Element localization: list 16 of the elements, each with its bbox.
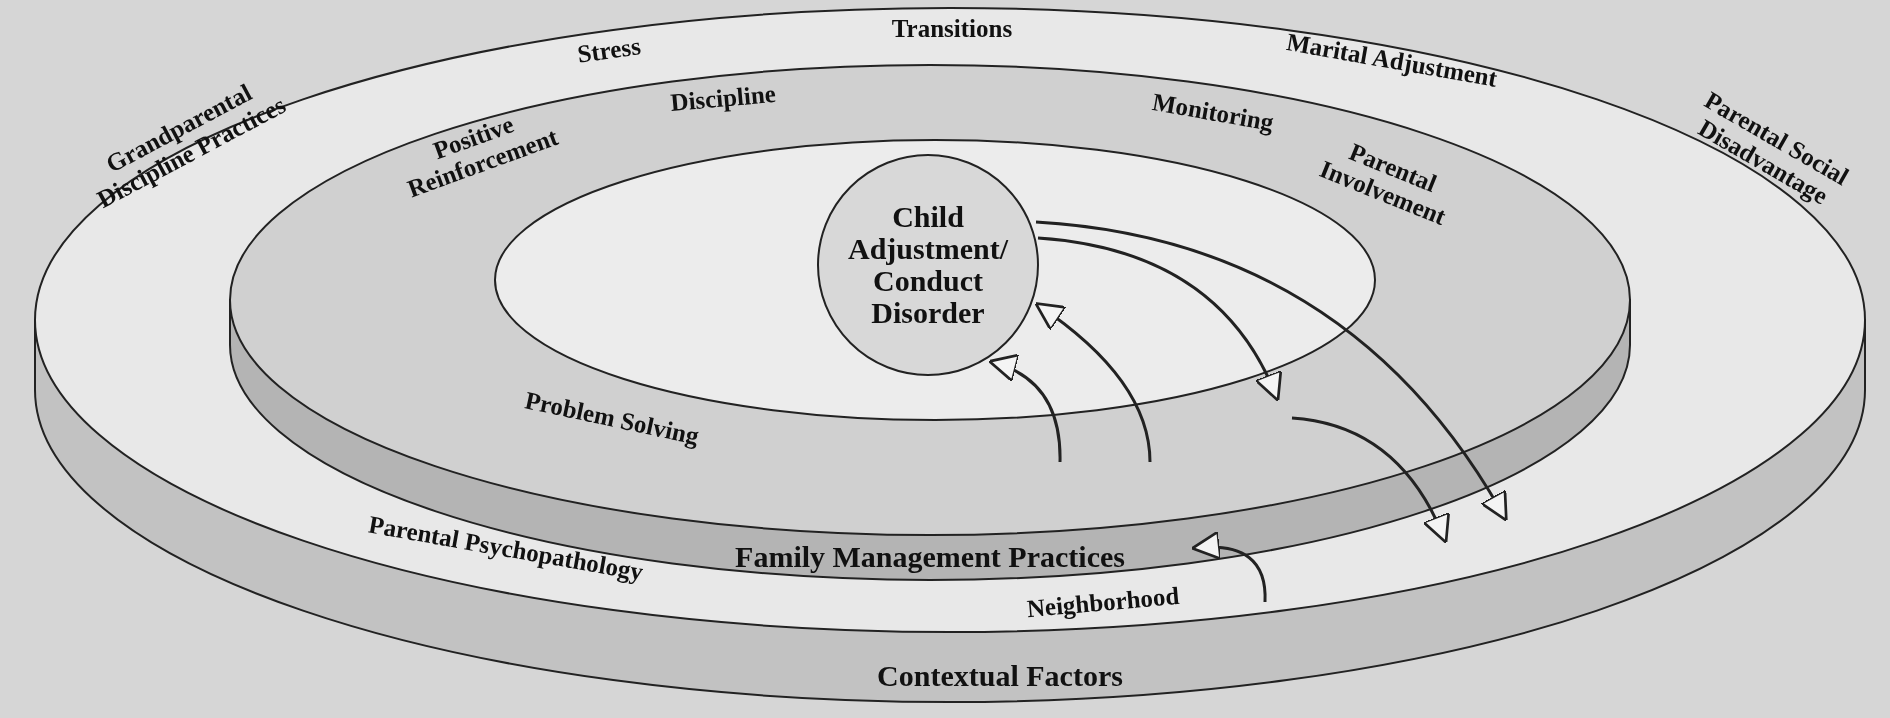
ring-label: Problem Solving bbox=[521, 385, 703, 452]
ring-label: Stress bbox=[574, 31, 644, 70]
heading-label: Contextual Factors bbox=[876, 660, 1124, 692]
ring-label: Monitoring bbox=[1149, 87, 1277, 138]
ring-label: Marital Adjustment bbox=[1283, 27, 1501, 94]
ring-label: Neighborhood bbox=[1024, 580, 1182, 625]
arrow bbox=[1037, 236, 1281, 402]
ring-label: Transitions bbox=[890, 14, 1014, 42]
arrow bbox=[1190, 531, 1267, 602]
arrow bbox=[1291, 416, 1450, 544]
ring-label: Discipline bbox=[668, 78, 778, 118]
heading-label: Family Management Practices bbox=[734, 541, 1126, 573]
arrow bbox=[988, 354, 1062, 463]
arrow bbox=[1035, 220, 1508, 522]
heading-label: Child Adjustment/ Conduct Disorder bbox=[847, 201, 1010, 329]
arrow bbox=[1034, 302, 1152, 463]
